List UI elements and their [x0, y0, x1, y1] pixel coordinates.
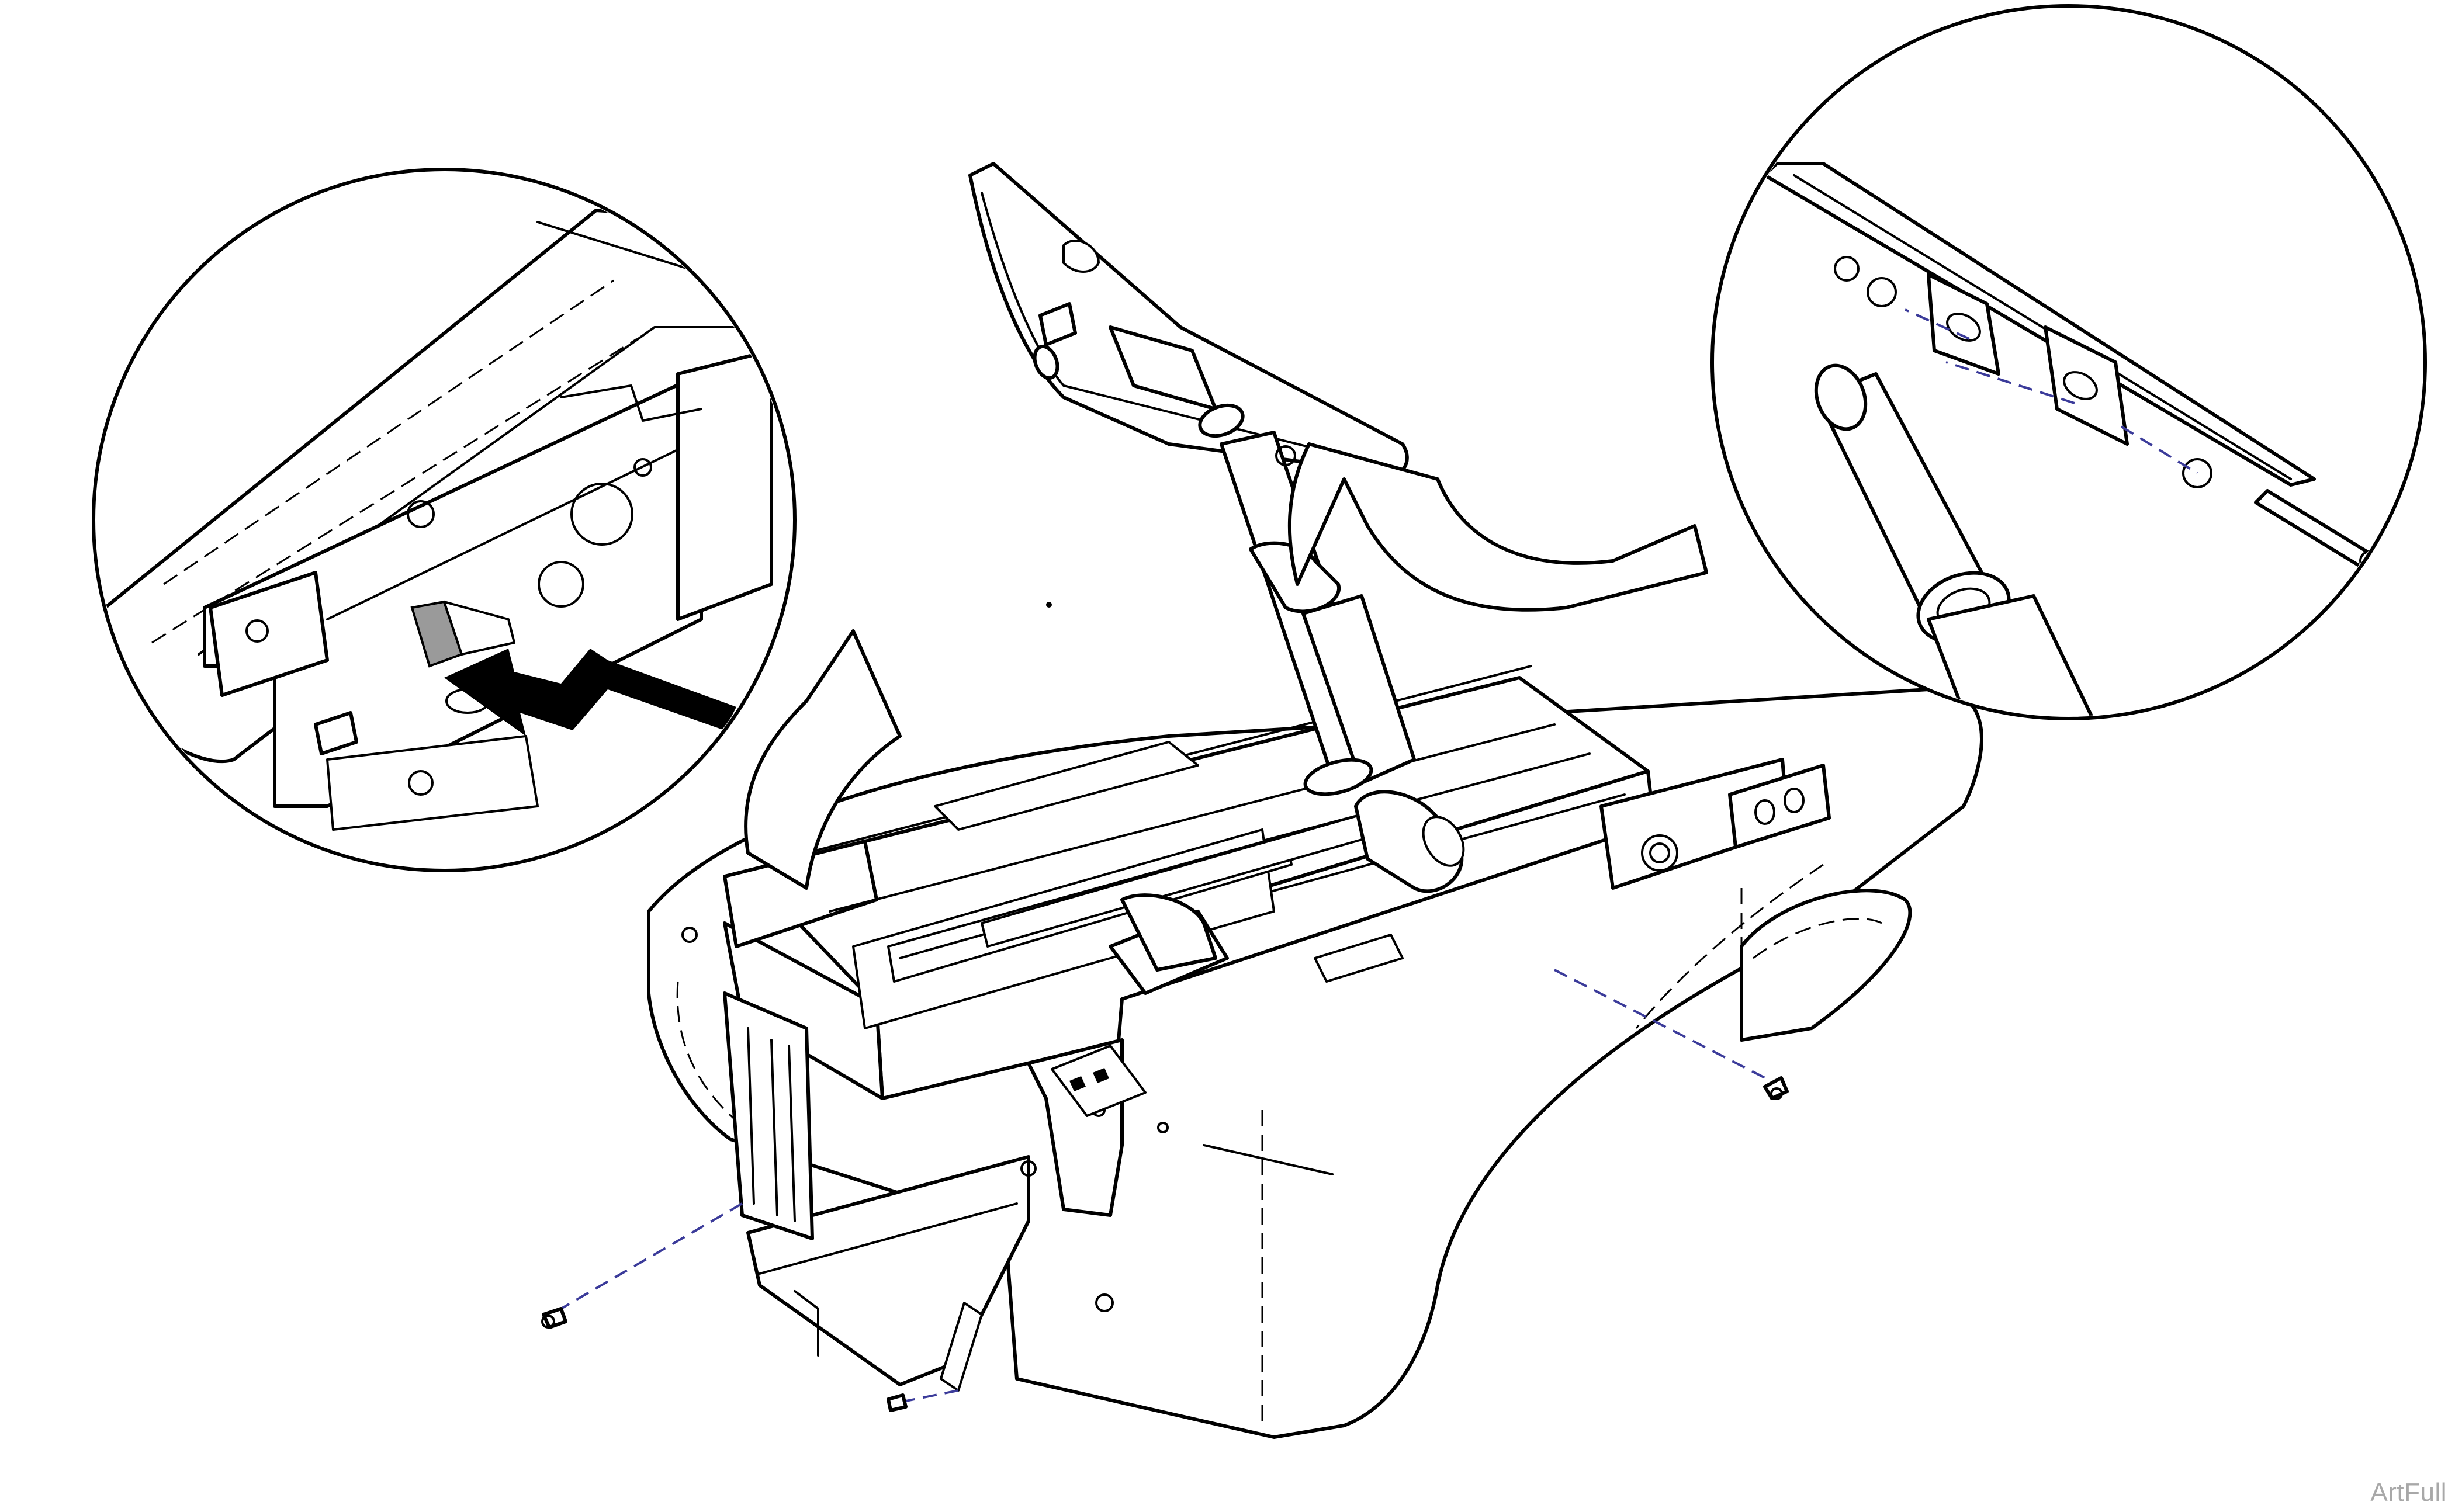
- main-frame: [681, 665, 1831, 1392]
- screw-bottom: [887, 1393, 908, 1412]
- leader-lines: [560, 308, 2198, 1403]
- callout-arrow-right: [1287, 442, 1708, 612]
- backrest-plate: [968, 162, 1409, 481]
- reference-dot: [1046, 602, 1052, 608]
- screw-right: [1763, 1076, 1789, 1100]
- screw-left: [541, 1307, 567, 1329]
- callout-arrow-left: [744, 629, 902, 890]
- art-label: ArtFull: [2370, 1478, 2447, 1507]
- detail-view-right: [1710, 4, 2427, 720]
- gas-spring: [1198, 403, 1416, 796]
- detail-view-left: [92, 168, 797, 872]
